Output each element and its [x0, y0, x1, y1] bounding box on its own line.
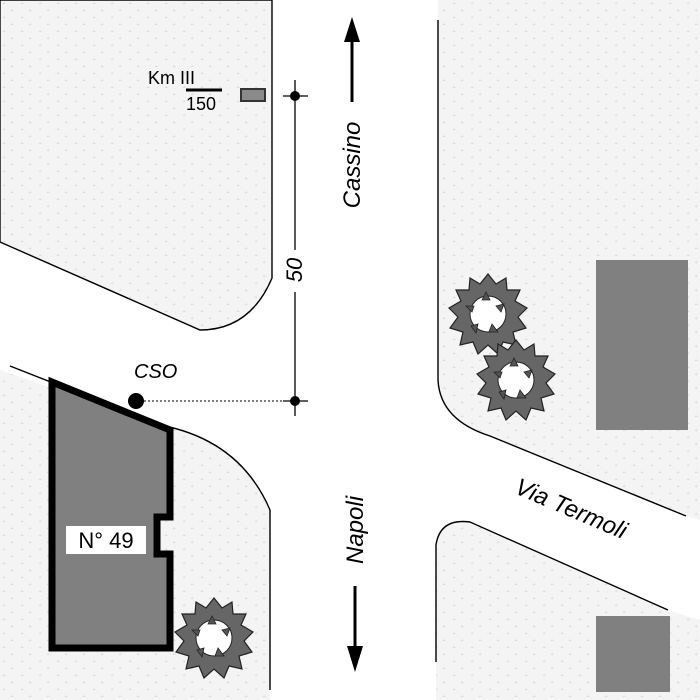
block-south-east-edge: [435, 520, 669, 662]
south-direction-label: Napoli: [342, 495, 369, 564]
building-east-lower: [596, 616, 670, 692]
cso-label: CSO: [134, 361, 177, 383]
km-value: 150: [186, 94, 216, 114]
milestone-marker-icon: [240, 88, 266, 102]
south-arrow-icon: [347, 586, 363, 672]
building-east-upper: [596, 260, 688, 430]
north-arrow-icon: [344, 17, 360, 102]
building-49-label-box: [66, 526, 146, 554]
distance-label: 50: [282, 257, 307, 282]
cso-point-marker: [128, 393, 144, 409]
block-north-west: [0, 0, 273, 331]
building-49: [48, 376, 174, 652]
distance-dimension: [283, 80, 308, 416]
building-number-label: N° 49: [78, 528, 133, 553]
block-north-east-edge: [437, 20, 687, 517]
km-label: Km III: [148, 68, 195, 88]
north-direction-label: Cassino: [339, 122, 366, 209]
